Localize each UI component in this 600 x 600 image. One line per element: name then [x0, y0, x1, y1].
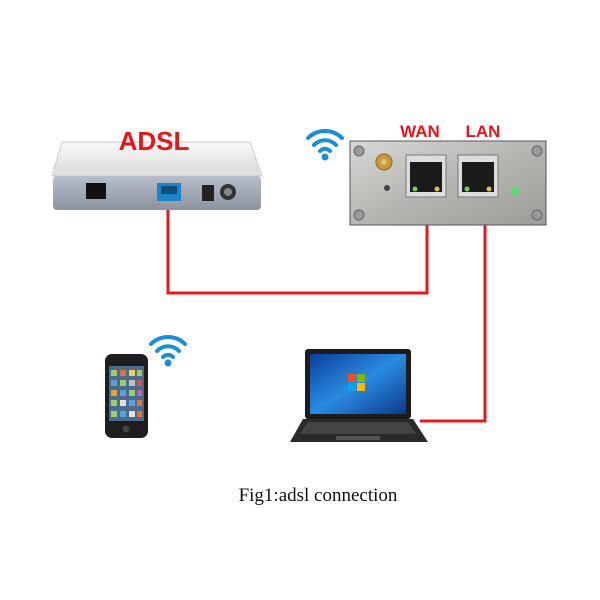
windows-logo	[348, 374, 365, 391]
lan-label: LAN	[466, 122, 501, 141]
wan-label: WAN	[400, 122, 440, 141]
adsl-modem	[51, 141, 263, 210]
lan-port	[457, 154, 499, 198]
cable-modem-to-wan	[166, 195, 429, 295]
wifi-icon	[306, 128, 344, 161]
smartphone	[105, 354, 148, 438]
laptop	[290, 349, 428, 442]
status-led	[511, 187, 519, 195]
adsl-label: ADSL	[119, 126, 190, 156]
wifi-router	[349, 140, 547, 226]
cable-lan-to-laptop	[420, 195, 487, 423]
figure-caption: Fig1:adsl connection	[239, 485, 398, 506]
wan-port	[405, 154, 447, 198]
wifi-icon	[149, 334, 187, 367]
